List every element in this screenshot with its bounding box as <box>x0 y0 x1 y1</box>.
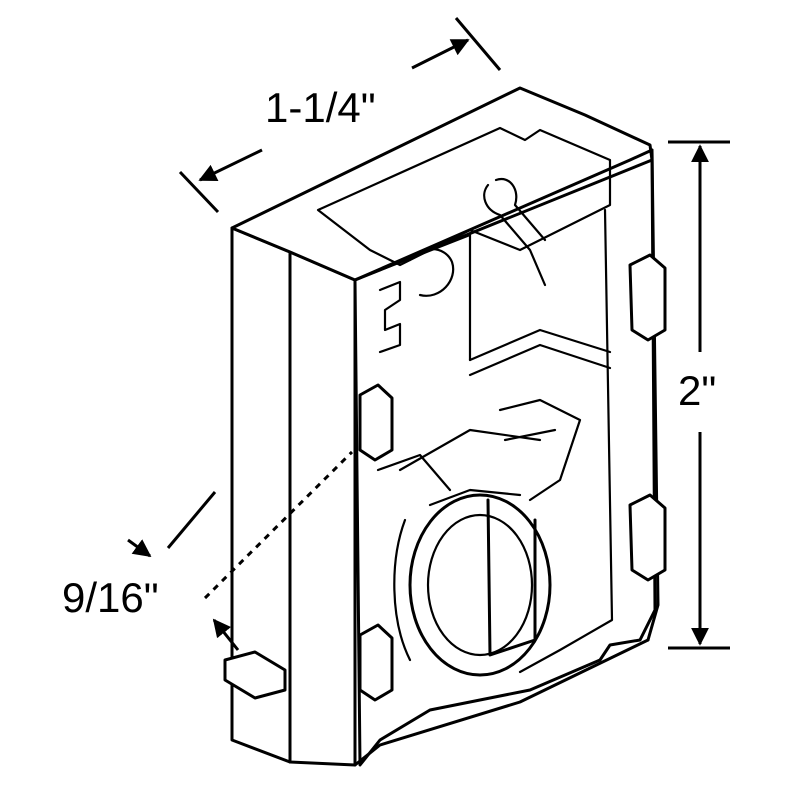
roller-wheel <box>376 398 582 677</box>
width-label: 1-1/4" <box>265 84 376 131</box>
depth-label: 9/16" <box>62 574 159 621</box>
depth-dimension: 9/16" <box>62 450 354 651</box>
spring-clip <box>408 177 547 297</box>
height-dimension: 2" <box>668 140 730 650</box>
height-label: 2" <box>678 367 716 414</box>
housing-body <box>223 86 667 767</box>
width-dimension: 1-1/4" <box>178 17 502 214</box>
